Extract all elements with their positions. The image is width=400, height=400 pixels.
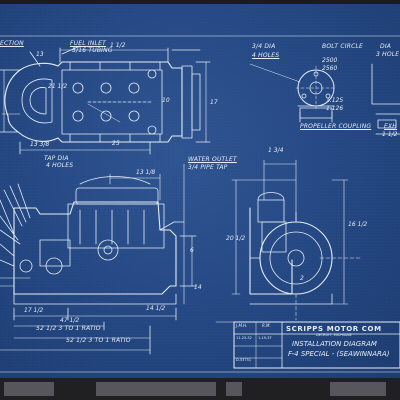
dimension: 1.126 <box>326 105 344 112</box>
title-date-2: 1-19-37 <box>258 336 272 340</box>
label-fuel-inlet: FUEL INLET <box>70 40 106 47</box>
dimension: 21 1/2 <box>48 83 68 90</box>
dimension: 20 1/2 <box>226 235 246 242</box>
dimension: 13 1/8 <box>136 169 156 176</box>
dimension: 17 <box>210 99 218 106</box>
dimension: 14 1/2 <box>146 305 166 312</box>
label-bolt-circle: BOLT CIRCLE <box>322 43 363 50</box>
title-city: DETROIT, MICHIGAN <box>316 333 352 337</box>
dimension: 13 3/8 <box>30 141 50 148</box>
label-connection: ECTION <box>0 40 24 47</box>
title-drawn-by: J.M.H. <box>236 323 248 328</box>
label-fuel-inlet-sub: 5/16 TUBING <box>72 47 113 54</box>
title-model: F-4 SPECIAL - (SEAWINNARA) <box>288 350 390 358</box>
title-dwg-no: D-53751 <box>236 358 252 362</box>
label-holes-right: 3 HOLE <box>376 51 400 58</box>
end-view <box>231 159 361 321</box>
label-ratio-2: 52 1/2 3 TO 1 RATIO <box>66 337 131 344</box>
dimension: 1 1/2 <box>382 131 398 138</box>
blueprint-sheet <box>0 4 400 378</box>
dimension: 2 <box>300 275 304 282</box>
label-water-outlet: WATER OUTLET <box>188 156 237 163</box>
propeller-coupling <box>249 63 337 123</box>
label-top-holes: 4 HOLES <box>252 52 280 59</box>
dimension: 13 <box>36 51 44 58</box>
dimension: 25 <box>112 140 120 147</box>
engine-drawing <box>0 35 400 373</box>
title-block-frame <box>215 321 400 369</box>
dimension: 1 1/2 <box>110 42 126 49</box>
dimension: 1.125 <box>326 97 344 104</box>
dimension: 6 <box>190 247 194 254</box>
label-tap-dia: TAP DIA <box>44 155 69 162</box>
dimension: 47 1/2 <box>60 317 80 324</box>
label-top-dia: 3/4 DIA <box>252 43 276 50</box>
top-view <box>0 45 211 155</box>
exhaust-detail <box>371 63 400 135</box>
title-date-1: 11-25-32 <box>236 336 252 340</box>
dimension: 2500 <box>322 57 338 64</box>
dimension: 1 3/4 <box>268 147 284 154</box>
label-propeller-coupling: PROPELLER COUPLING <box>300 123 372 130</box>
dimension: 14 <box>194 284 202 291</box>
title-company: SCRIPPS MOTOR COM <box>286 325 382 333</box>
label-water-outlet-sub: 3/4 PIPE TAP <box>188 164 228 171</box>
dimension: 17 1/2 <box>24 307 44 314</box>
label-exh: EXH <box>384 123 398 130</box>
dimension: 2560 <box>322 65 338 72</box>
label-tap-holes: 4 HOLES <box>46 162 74 169</box>
title-drawing: INSTALLATION DIAGRAM <box>292 340 377 348</box>
label-dia-right: DIA <box>380 43 392 50</box>
label-ratio-1: 52 1/2 3 TO 1 RATIO <box>36 325 101 332</box>
dimension: 10 <box>162 97 170 104</box>
dimension: 16 1/2 <box>348 221 368 228</box>
side-view <box>0 163 197 355</box>
surface-below <box>0 378 400 400</box>
title-checked-by: R.M. <box>262 323 271 328</box>
